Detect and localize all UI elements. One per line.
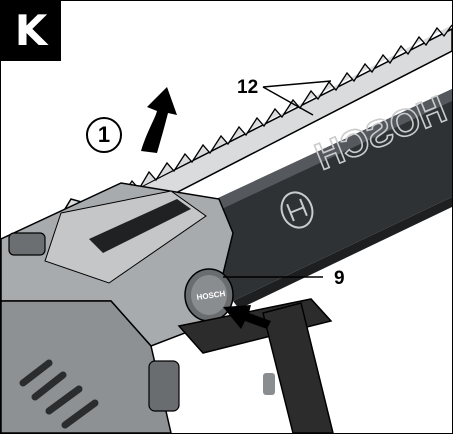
curved-up-arrow-icon: [141, 87, 177, 153]
callout-leaders: [223, 80, 332, 278]
bosch-logo-icon: [280, 191, 314, 229]
blade-release-button: HOSCH: [184, 268, 234, 322]
button-marking: HOSCH: [196, 289, 226, 302]
tool-housing: [1, 182, 234, 433]
panel-letter: K: [1, 1, 61, 61]
callout-blade: 12: [237, 77, 259, 98]
step-number-circle: 1: [86, 117, 122, 153]
guide-bar: [201, 89, 452, 309]
rear-handle: [177, 298, 334, 433]
push-arrow-icon: [223, 305, 271, 329]
callout-release-button: 9: [334, 268, 345, 289]
